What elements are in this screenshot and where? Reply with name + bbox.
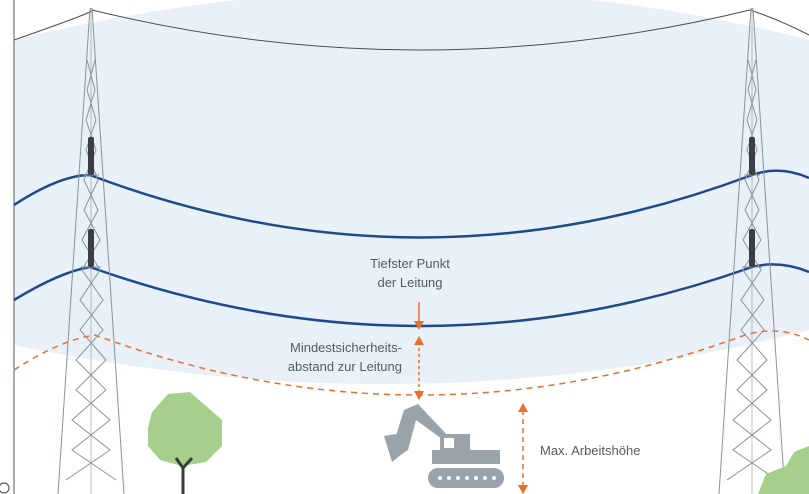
insulator-icon: [749, 137, 755, 267]
shrub-icon: [758, 446, 809, 494]
label-max-working-height: Max. Arbeitshöhe: [540, 443, 640, 458]
label-safety-distance-line1: Mindestsicherheits-: [290, 340, 402, 355]
label-safety-distance-line2: abstand zur Leitung: [288, 359, 402, 374]
label-lowest-point-line1: Tiefster Punkt: [370, 256, 450, 271]
tree-icon: [148, 392, 222, 494]
dimension-arrows: [414, 302, 528, 494]
transmission-tower-icon: [718, 7, 786, 494]
conductor-lower: [13, 263, 809, 328]
danger-zone: [14, 0, 809, 385]
label-lowest-point-line2: der Leitung: [377, 275, 442, 290]
transmission-tower-icon: [57, 7, 125, 494]
corner-marker: [0, 482, 10, 494]
conductor-upper: [13, 169, 809, 239]
excavator-icon: [384, 404, 504, 488]
insulator-icon: [88, 137, 94, 267]
safety-boundary: [13, 330, 809, 396]
